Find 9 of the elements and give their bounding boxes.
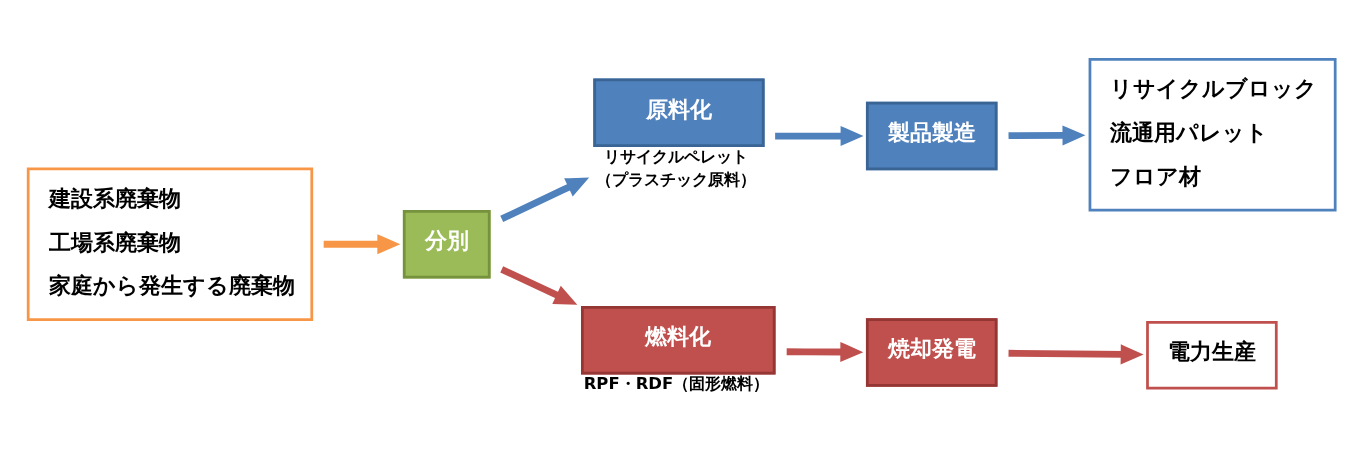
arrow (500, 266, 578, 305)
node-label: （プラスチック原料） (596, 169, 757, 189)
arrow (1008, 344, 1144, 365)
arrow (500, 177, 590, 222)
arrow (786, 342, 864, 363)
arrow (1008, 125, 1086, 146)
arrow (323, 234, 401, 255)
node-label: RPF・RDF（固形燃料） (583, 373, 770, 393)
node-label: リサイクルペレット (604, 146, 749, 166)
